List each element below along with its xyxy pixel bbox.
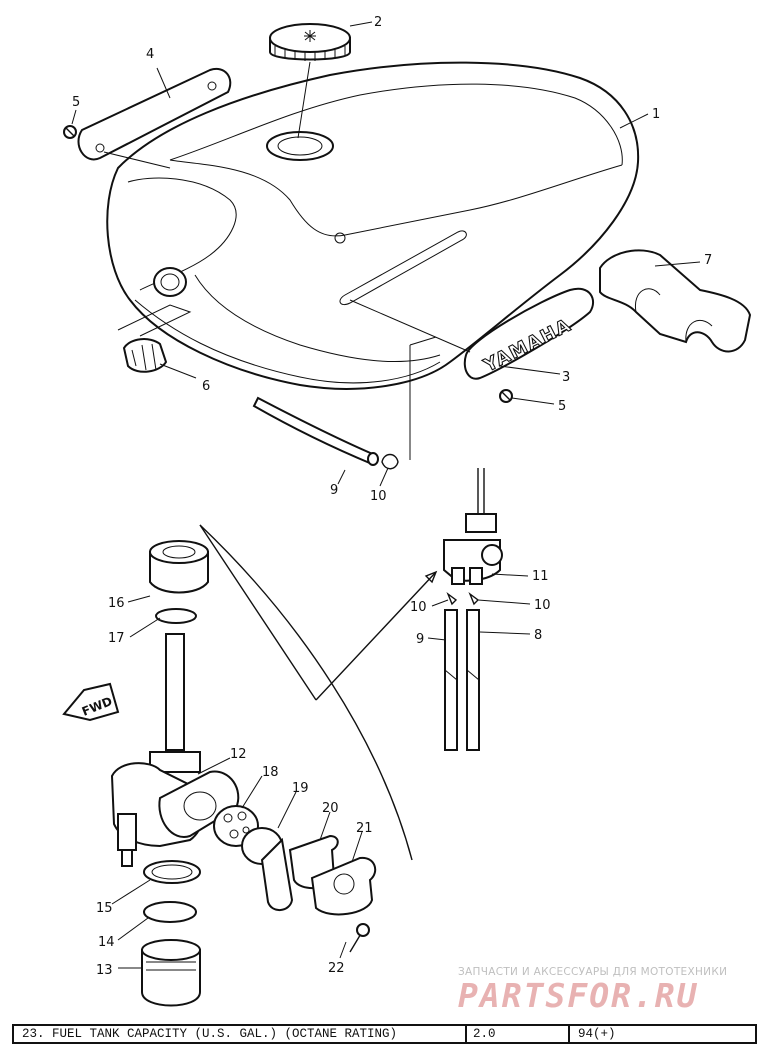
watermark-logo: PARTSFOR.RU	[458, 976, 699, 1015]
callout-19: 19	[292, 781, 309, 796]
leader-lines	[71, 21, 701, 969]
fuel-tank	[106, 61, 640, 390]
mount-bracket	[599, 249, 752, 353]
spec-capacity: 2.0	[467, 1026, 570, 1042]
callout-18: 18	[262, 765, 279, 780]
callout-20: 20	[322, 801, 339, 816]
callout-8: 8	[534, 628, 542, 643]
watermark: ЗАПЧАСТИ И АКСЕССУАРЫ ДЛЯ МОТОТЕХНИКИ PA…	[458, 966, 758, 1015]
spec-table-row: 23. FUEL TANK CAPACITY (U.S. GAL.) (OCTA…	[12, 1024, 757, 1044]
spec-octane: 94(+)	[578, 1027, 616, 1041]
fwd-arrow: FWD	[62, 682, 120, 722]
callout-16: 16	[108, 596, 125, 611]
callout-10b: 10	[410, 600, 427, 615]
o-ring	[143, 901, 197, 923]
callout-9b: 9	[416, 632, 424, 647]
callout-3: 3	[562, 370, 570, 385]
callout-13: 13	[96, 963, 113, 978]
callout-10a: 10	[370, 489, 387, 504]
watermark-tagline: ЗАПЧАСТИ И АКСЕССУАРЫ ДЛЯ МОТОТЕХНИКИ	[458, 966, 728, 978]
cover-plate	[77, 67, 232, 161]
spec-label: 23. FUEL TANK CAPACITY (U.S. GAL.) (OCTA…	[14, 1026, 467, 1042]
callout-14: 14	[98, 935, 115, 950]
callout-15: 15	[96, 901, 113, 916]
callout-10c: 10	[534, 598, 551, 613]
callout-7: 7	[704, 253, 712, 268]
screw-5-top	[63, 125, 77, 139]
callout-5b: 5	[558, 399, 566, 414]
fuel-cock-assembly-view	[443, 468, 503, 751]
fuel-cock-body	[110, 633, 240, 867]
fuel-cap	[269, 23, 351, 61]
sediment-cup	[141, 939, 201, 1007]
cover-plate-cock	[310, 856, 377, 916]
callout-12: 12	[230, 747, 247, 762]
callout-17: 17	[108, 631, 125, 646]
nut	[149, 540, 209, 594]
callout-6: 6	[202, 379, 210, 394]
callout-4: 4	[146, 47, 154, 62]
callout-labels: 1 2 3 4 5 5 6 7 8 9 9 10 10 10 11 12 13 …	[72, 15, 712, 978]
callout-2: 2	[374, 15, 382, 30]
hose-clip	[381, 453, 399, 470]
callout-9a: 9	[330, 483, 338, 498]
callout-11: 11	[532, 569, 549, 584]
cock-lever	[241, 827, 294, 911]
callout-1: 1	[652, 107, 660, 122]
gasket-ring	[155, 608, 197, 624]
callout-5a: 5	[72, 95, 80, 110]
screw-5-right	[499, 389, 513, 403]
callout-22: 22	[328, 961, 345, 976]
cock-screw	[349, 923, 370, 953]
callout-21: 21	[356, 821, 373, 836]
rubber-cap	[122, 338, 168, 373]
fuel-pipe	[252, 396, 379, 466]
